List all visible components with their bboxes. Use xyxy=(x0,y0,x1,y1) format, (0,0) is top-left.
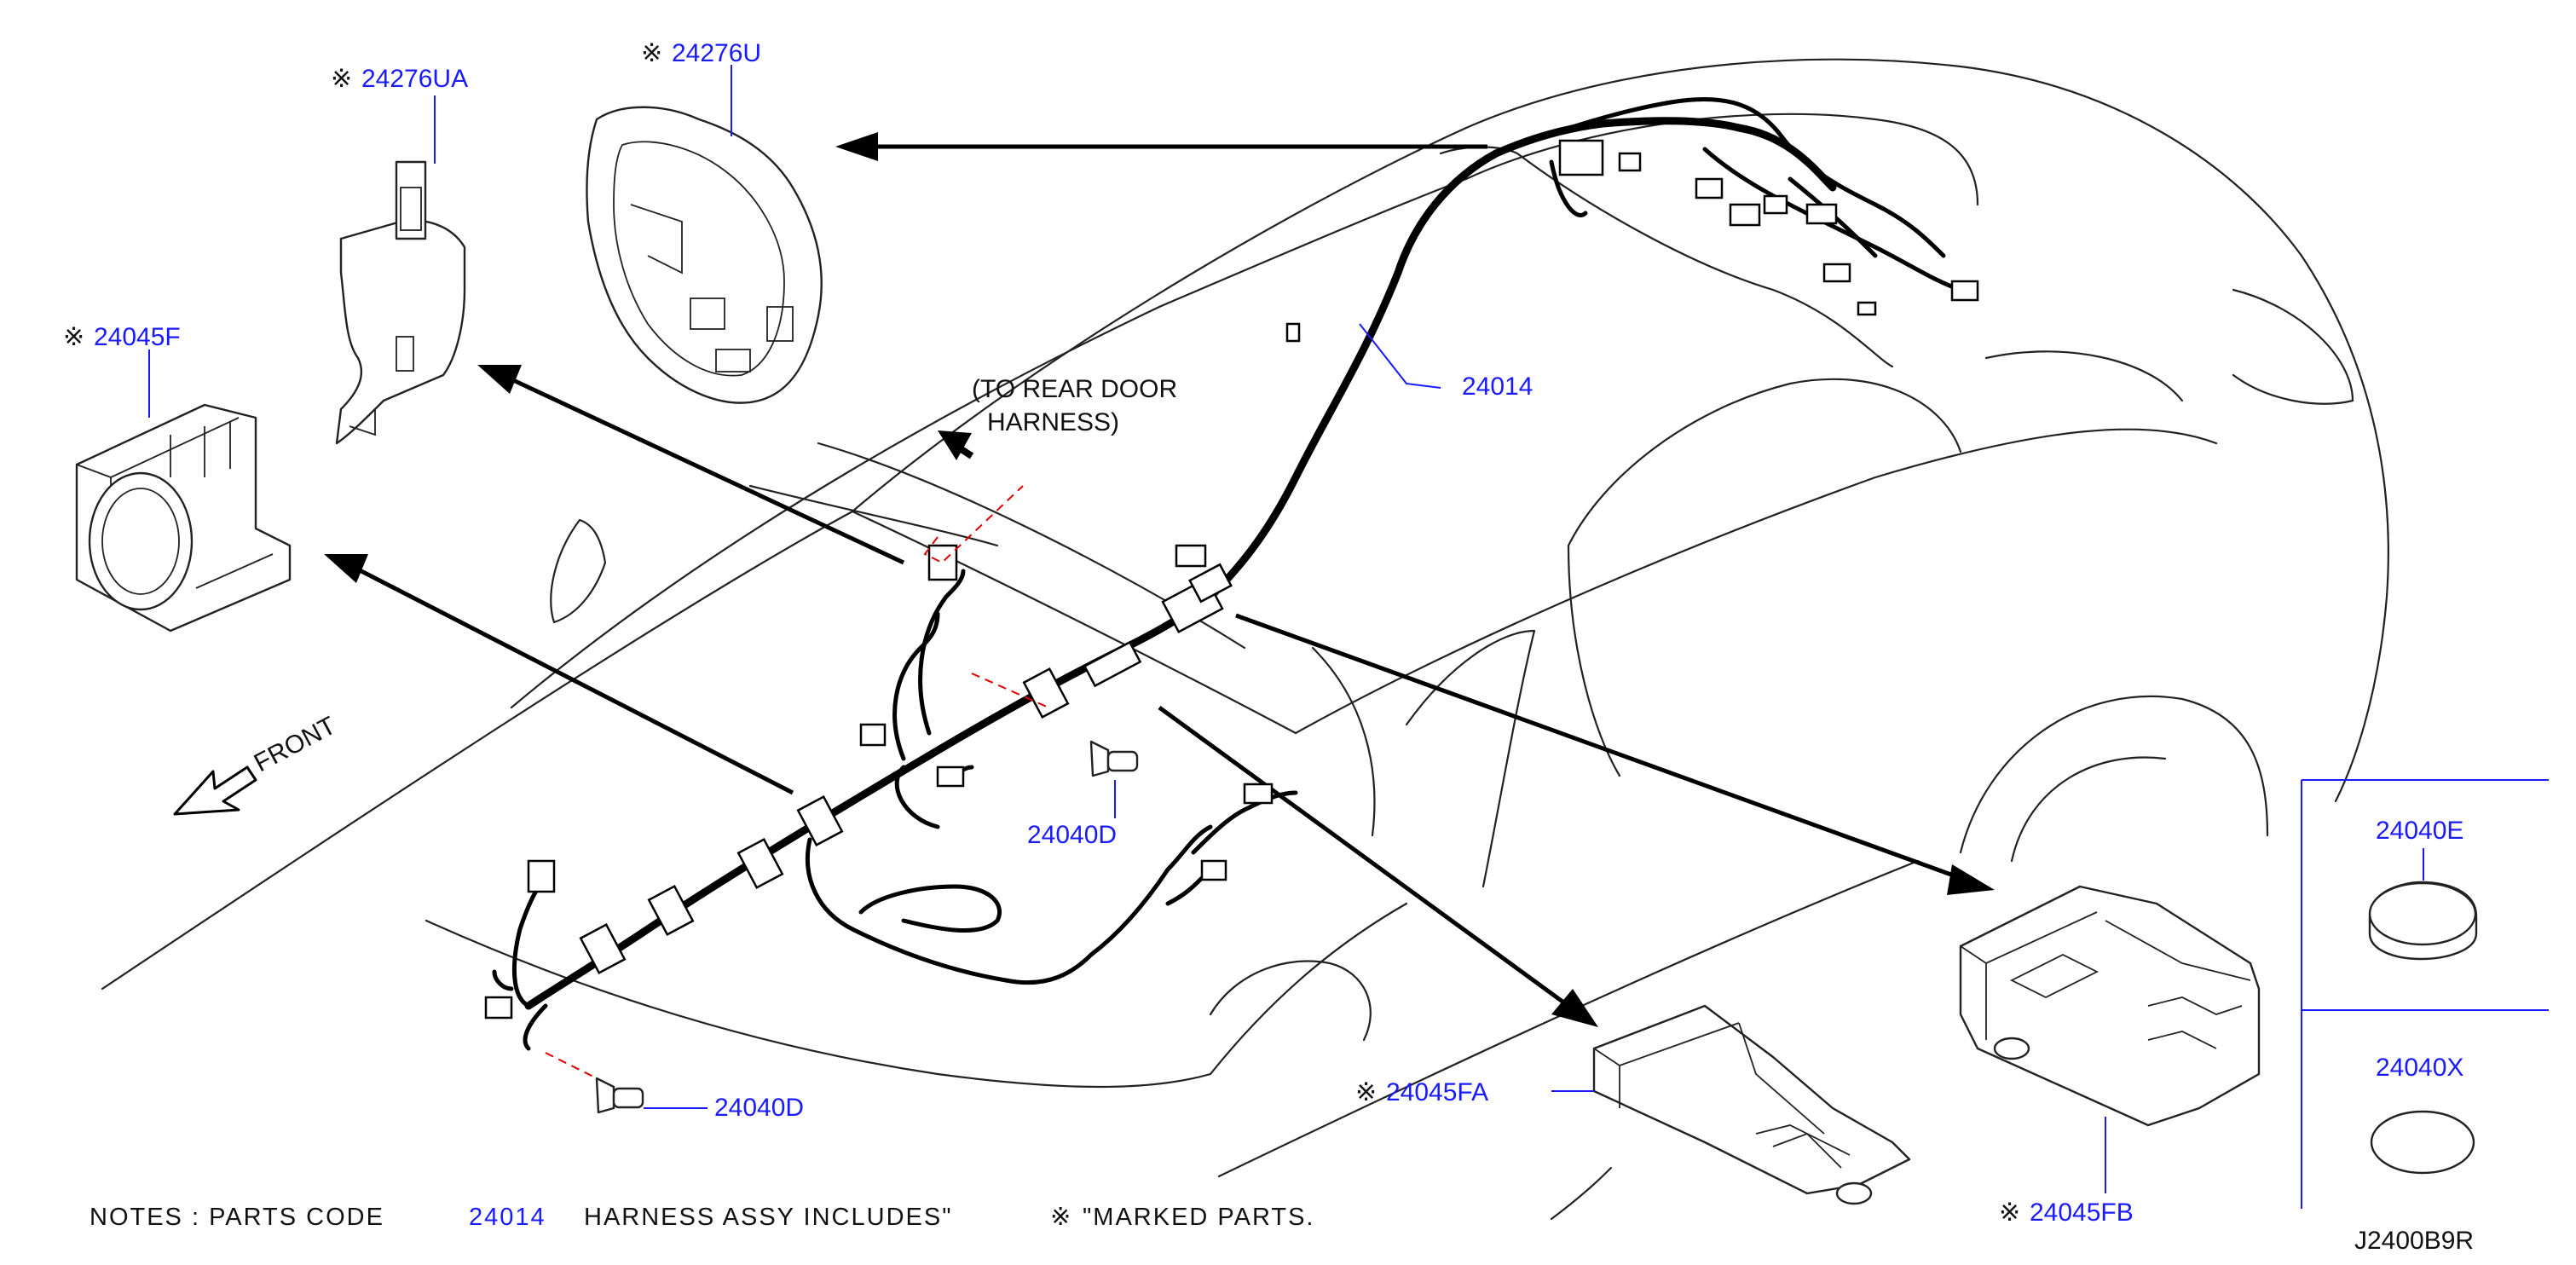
marked-symbol: ※ xyxy=(641,39,662,67)
part-24276U xyxy=(586,106,823,404)
marked-symbol: ※ xyxy=(63,323,84,351)
label-24045FB: 24045FB xyxy=(2030,1199,2134,1227)
part-24045FA xyxy=(1592,1004,1911,1205)
diagram-id: J2400B9R xyxy=(2354,1227,2474,1255)
label-24276U: 24276U xyxy=(672,39,761,67)
label-24276UA: 24276UA xyxy=(361,65,468,93)
label-24045F: 24045F xyxy=(94,323,181,351)
part-24045FB xyxy=(1959,885,2261,1127)
part-labels: ※ 24276UA ※ 24276U ※ 24045F 24014 (TO RE… xyxy=(63,39,2463,1227)
label-24014: 24014 xyxy=(1462,373,1533,401)
label-24040D-upper: 24040D xyxy=(1027,821,1117,849)
front-arrow-icon xyxy=(173,765,257,816)
guide-lines xyxy=(545,485,1049,1079)
part-24045F xyxy=(75,403,292,632)
marked-symbol: ※ xyxy=(1050,1204,1072,1231)
front-label: FRONT xyxy=(250,712,341,778)
inset-panel xyxy=(2301,779,2549,1209)
notes-prefix: NOTES : PARTS CODE xyxy=(90,1204,384,1231)
main-harness xyxy=(484,96,1979,1051)
bolt-24040D-lower xyxy=(595,1077,644,1114)
notes-middle: HARNESS ASSY INCLUDES" xyxy=(584,1204,953,1231)
marked-symbol: ※ xyxy=(1355,1078,1377,1106)
leader-lines xyxy=(148,65,2424,1193)
rear-door-note-line2: HARNESS) xyxy=(987,408,1119,436)
plug-24040E xyxy=(2368,881,2478,961)
notes-suffix: "MARKED PARTS. xyxy=(1083,1204,1315,1231)
bolt-24040D-upper xyxy=(1089,740,1139,777)
notes-code: 24014 xyxy=(469,1204,546,1231)
marked-symbol: ※ xyxy=(331,65,352,93)
label-24040X: 24040X xyxy=(2376,1054,2463,1082)
label-24040D-lower: 24040D xyxy=(714,1094,804,1122)
label-24040E: 24040E xyxy=(2376,817,2463,845)
plug-24040X xyxy=(2370,1110,2475,1175)
part-24276UA xyxy=(335,160,466,445)
label-24045FA: 24045FA xyxy=(1386,1078,1488,1106)
callout-arrows xyxy=(173,132,1995,1027)
notes-footer: NOTES : PARTS CODE 24014 HARNESS ASSY IN… xyxy=(90,1204,1315,1231)
marked-symbol: ※ xyxy=(1999,1199,2020,1227)
rear-door-note-line1: (TO REAR DOOR xyxy=(972,375,1177,403)
